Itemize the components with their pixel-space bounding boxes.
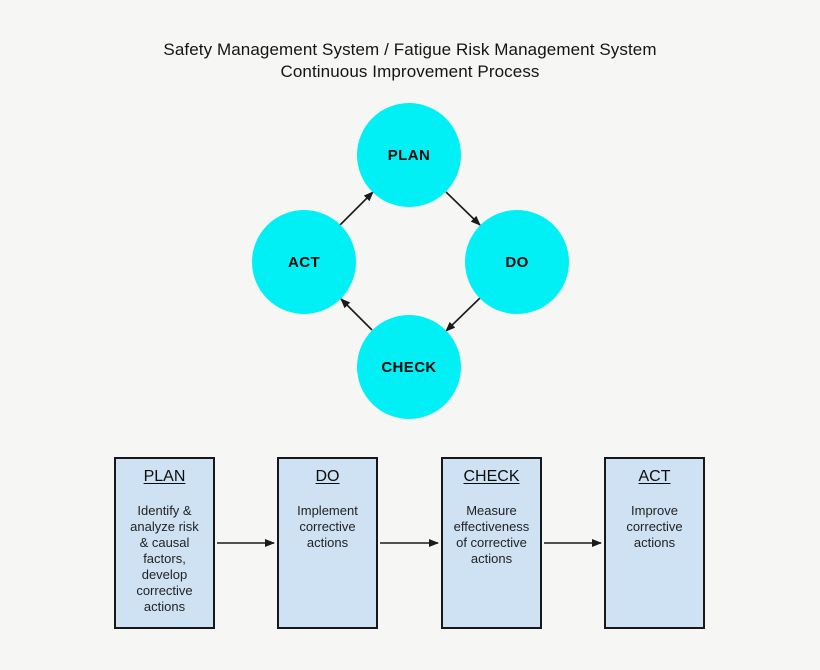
process-box-header: ACT — [638, 468, 671, 485]
process-box-act: ACT Improve corrective actions — [604, 457, 705, 629]
process-box-body: Improve corrective actions — [626, 503, 683, 550]
cycle-node-do: DO — [465, 210, 569, 314]
process-box-body: Measure effectiveness of corrective acti… — [453, 503, 530, 566]
process-box-header: CHECK — [463, 468, 520, 485]
arrow-do-to-check — [445, 297, 481, 332]
cycle-node-act-label: ACT — [287, 253, 321, 271]
cycle-node-plan: PLAN — [357, 103, 461, 207]
arrow-plan-to-do — [445, 191, 481, 226]
cycle-node-plan-label: PLAN — [387, 146, 431, 164]
process-box-body: Implement corrective actions — [297, 503, 358, 550]
process-box-body: Identify & analyze risk & causal factors… — [130, 503, 199, 614]
cycle-node-act: ACT — [252, 210, 356, 314]
cycle-node-do-label: DO — [505, 253, 529, 271]
cycle-node-check: CHECK — [357, 315, 461, 419]
diagram-title: Safety Management System / Fatigue Risk … — [0, 39, 820, 83]
cycle-node-check-label: CHECK — [381, 358, 437, 376]
diagram-title-line2: Continuous Improvement Process — [280, 62, 540, 81]
process-box-check: CHECK Measure effectiveness of correctiv… — [441, 457, 542, 629]
process-box-plan: PLAN Identify & analyze risk & causal fa… — [114, 457, 215, 629]
diagram-title-line1: Safety Management System / Fatigue Risk … — [163, 40, 657, 59]
process-box-header: DO — [315, 468, 340, 485]
process-box-header: PLAN — [143, 468, 186, 485]
arrow-act-to-plan — [339, 191, 374, 226]
arrow-check-to-act — [340, 298, 373, 331]
process-box-do: DO Implement corrective actions — [277, 457, 378, 629]
